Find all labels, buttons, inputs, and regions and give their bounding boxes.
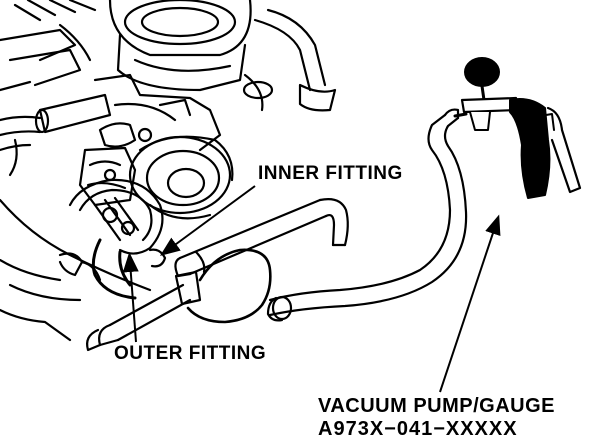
inner-fitting-label: INNER FITTING <box>258 163 403 184</box>
outer-fitting-label: OUTER FITTING <box>114 343 267 364</box>
tee-hose-assembly <box>86 108 468 352</box>
inner-fitting-arrow <box>159 185 256 256</box>
vacuum-pump-gauge-icon <box>453 57 582 199</box>
outer-fitting-arrow <box>122 252 139 343</box>
pump-arrow <box>439 214 501 393</box>
carb-vacuum-hoses <box>91 238 137 300</box>
carburetor-drawing <box>0 0 337 342</box>
vacuum-pump-label: VACUUM PUMP/GAUGE <box>318 395 556 417</box>
callout-arrows <box>122 185 501 393</box>
part-number-label: A973X−041−XXXXX <box>318 418 518 440</box>
